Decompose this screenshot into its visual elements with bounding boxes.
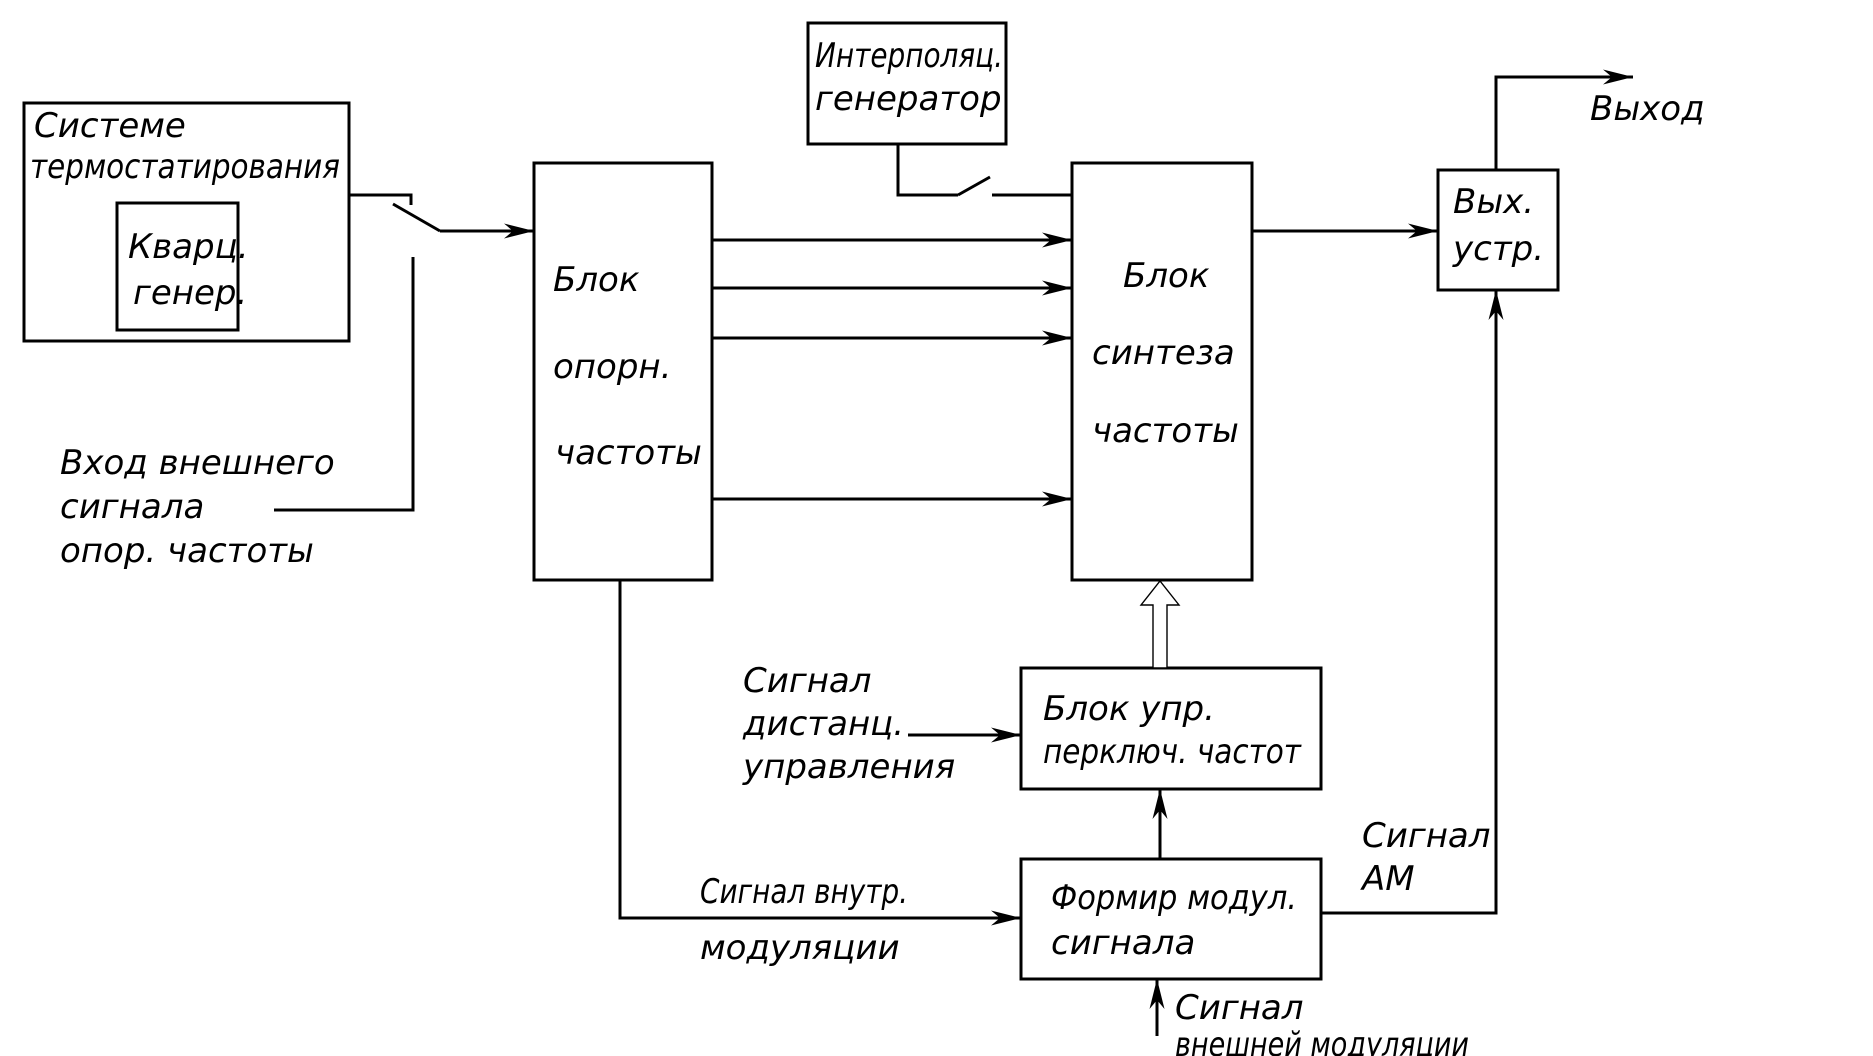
ext-ref-label-2: сигнала [60, 487, 204, 527]
ext-mod-label-2: внешней модуляции [1175, 1025, 1469, 1056]
interp-switch-blade [957, 175, 991, 197]
ref-switch-blade [392, 202, 441, 233]
interp-out-line [896, 144, 958, 197]
quartz-label-2: генер. [133, 273, 247, 313]
ref-label-2: опорн. [553, 347, 671, 387]
synth-label-3: частоты [1092, 411, 1239, 451]
interp-label-2: генератор [815, 79, 1002, 119]
remote-label-2: дистанц. [742, 704, 904, 744]
control-label-2: перключ. частот [1043, 732, 1302, 772]
output-device-label-2: устр. [1452, 229, 1544, 269]
int-mod-label-1: Сигнал внутр. [700, 872, 908, 912]
am-label-1: Сигнал [1362, 816, 1491, 856]
output-line [1494, 69, 1633, 170]
ref-label-1: Блок [553, 260, 640, 300]
synth-label-1: Блок [1123, 256, 1210, 296]
remote-label-1: Сигнал [743, 661, 872, 701]
thermostat-label-1: Системе [34, 106, 186, 146]
am-signal-line [1321, 290, 1504, 915]
frequency-switch-control-block [1019, 666, 1323, 791]
output-label: Выход [1590, 89, 1705, 129]
reference-frequency-block [532, 161, 714, 582]
ext-mod-label-1: Сигнал [1175, 988, 1304, 1028]
ref-label-3: частоты [555, 433, 702, 473]
quartz-label-1: Кварц. [128, 227, 249, 267]
remote-label-3: управления [742, 747, 955, 787]
thermostat-label-2: термостатирования [30, 147, 340, 187]
interpolation-generator-block [806, 21, 1008, 146]
interp-label-1: Интерполяц. [815, 36, 1003, 76]
mod-former-label-2: сигнала [1051, 923, 1195, 963]
ext-ref-label-1: Вход внешнего [60, 443, 335, 483]
int-mod-label-2: модуляции [700, 928, 900, 968]
synth-label-2: синтеза [1092, 333, 1235, 373]
mod-former-label-1: Формир модул. [1051, 878, 1297, 918]
internal-modulation-line [618, 580, 1021, 926]
external-ref-input-line [274, 257, 415, 512]
frequency-synthesis-block [1070, 161, 1254, 582]
am-label-2: АМ [1360, 859, 1415, 899]
quartz-generator-block [115, 201, 240, 332]
output-device-label-1: Вых. [1453, 182, 1534, 222]
thermo-out-line [349, 193, 413, 205]
control-label-1: Блок упр. [1043, 689, 1215, 729]
control-bus-hollow-arrow [1139, 579, 1181, 669]
ext-ref-label-3: опор. частоты [60, 531, 314, 571]
